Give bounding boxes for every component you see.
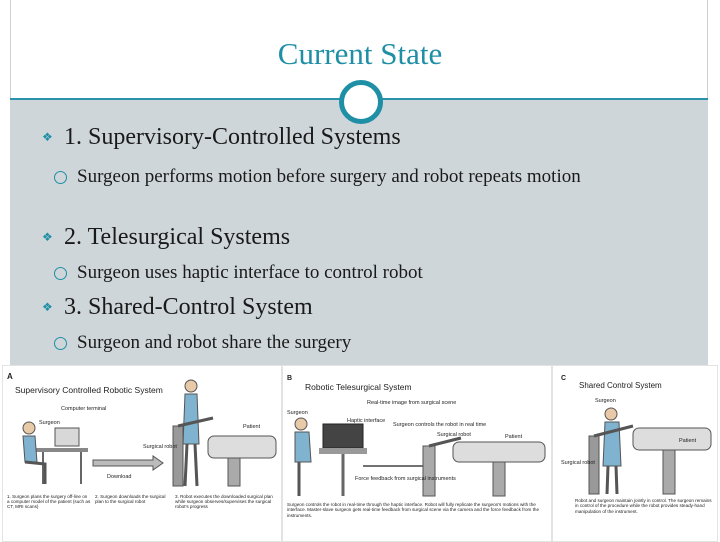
label-real-time-image: Real-time image from surgical scene [367, 400, 456, 406]
section-point: Surgeon uses haptic interface to control… [54, 260, 684, 286]
slide-title: Current State [277, 36, 443, 71]
section-heading: ❖ 2. Telesurgical Systems [42, 224, 290, 251]
label-patient: Patient [679, 438, 697, 444]
figure-title: Shared Control System [579, 381, 662, 390]
caption-step-2: 2. Surgeon downloads the surgical plan t… [95, 494, 166, 505]
figure-supervisory-illustration: A Supervisory Controlled Robotic System [7, 372, 277, 510]
label-surgical-robot: Surgical robot [561, 460, 595, 466]
bullet-icon: ❖ [42, 230, 53, 244]
label-surgeon: Surgeon [287, 410, 308, 416]
caption-step-3: 3. Robot executes the downloaded surgica… [175, 494, 273, 510]
figure-supervisory: A Supervisory Controlled Robotic System [2, 365, 282, 542]
label-surgeon: Surgeon [595, 398, 616, 404]
figure-letter: A [7, 372, 13, 381]
figure-letter: B [287, 375, 292, 382]
ring-bullet-icon [54, 337, 67, 350]
ring-bullet-icon [54, 171, 67, 184]
bullet-icon: ❖ [42, 130, 53, 144]
caption-telesurgical: Surgeon controls the robot in real-time … [287, 502, 540, 518]
caption-shared-control: Robot and surgeon maintain jointly in co… [575, 498, 712, 514]
label-surgeon-controls: Surgeon controls the robot in real time [393, 422, 486, 428]
section-heading-text: 1. Supervisory-Controlled Systems [64, 124, 401, 150]
section-point-text: Surgeon and robot share the surgery [77, 332, 352, 353]
section-heading: ❖ 3. Shared-Control System [42, 294, 313, 321]
section-point: Surgeon and robot share the surgery [54, 330, 684, 356]
label-surgeon: Surgeon [39, 420, 60, 426]
figure-telesurgical: B Robotic Telesurgical System Real-time … [282, 365, 552, 542]
bullet-icon: ❖ [42, 300, 53, 314]
section-point: Surgeon performs motion before surgery a… [54, 164, 684, 190]
section-point-text: Surgeon performs motion before surgery a… [77, 166, 581, 187]
content-panel [10, 100, 708, 372]
figure-shared-control-illustration: C Shared Control System Surgeon Patient … [561, 375, 712, 514]
section-point-text: Surgeon uses haptic interface to control… [77, 262, 423, 283]
section-heading: ❖ 1. Supervisory-Controlled Systems [42, 124, 401, 151]
label-surgical-robot: Surgical robot [143, 444, 177, 450]
label-surgical-robot: Surgical robot [437, 432, 471, 438]
figure-shared-control: C Shared Control System Surgeon Patient … [552, 365, 718, 542]
label-patient: Patient [505, 434, 523, 440]
figure-strip: A Supervisory Controlled Robotic System [0, 365, 720, 542]
section-heading-text: 3. Shared-Control System [64, 294, 313, 320]
label-computer-terminal: Computer terminal [61, 406, 106, 412]
figure-letter: C [561, 375, 566, 382]
label-haptic-interface: Haptic interface [347, 418, 385, 424]
label-force-feedback: Force feedback from surgical instruments [355, 476, 456, 482]
label-patient: Patient [243, 424, 261, 430]
figure-telesurgical-illustration: B Robotic Telesurgical System Real-time … [287, 375, 546, 518]
figure-title: Supervisory Controlled Robotic System [15, 385, 163, 395]
label-download: Download [107, 474, 131, 480]
section-heading-text: 2. Telesurgical Systems [64, 224, 291, 250]
caption-step-1: 1. Surgeon plans the surgery off-line on… [7, 494, 91, 510]
figure-title: Robotic Telesurgical System [305, 382, 412, 392]
ring-bullet-icon [54, 267, 67, 280]
divider-circle-icon [339, 80, 383, 124]
